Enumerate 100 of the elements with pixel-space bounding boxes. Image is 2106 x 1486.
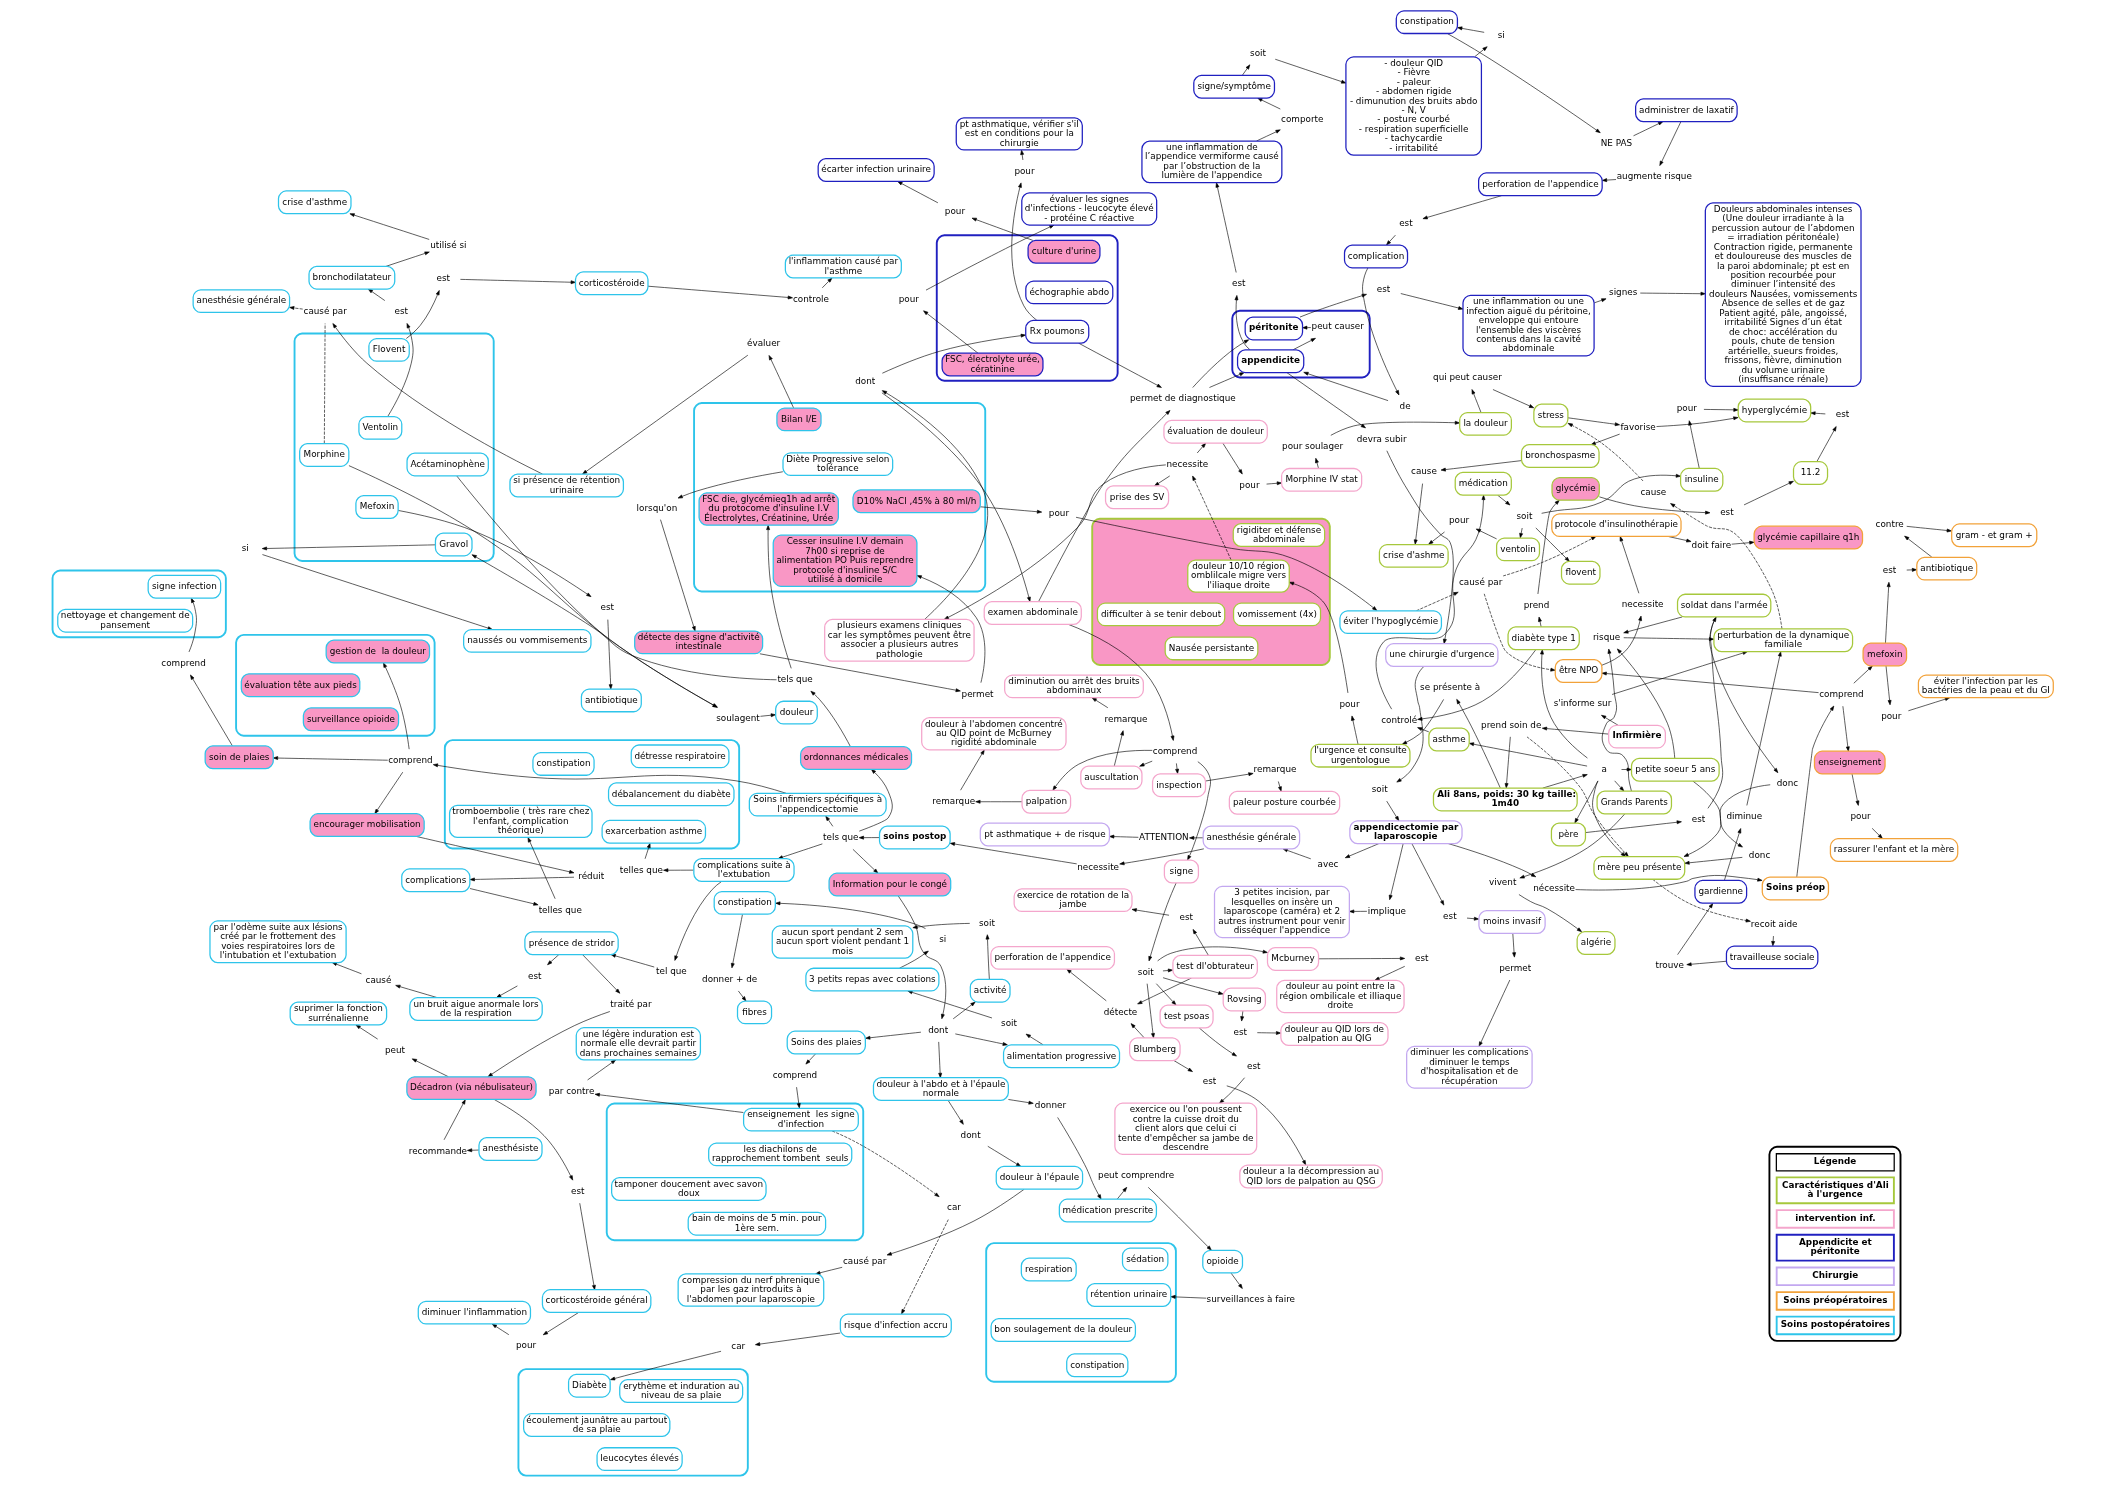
node-text: soit <box>1371 784 1388 795</box>
node-text: pour <box>1881 710 1902 721</box>
node-text: est <box>1691 814 1706 825</box>
node-text: cause <box>1640 486 1667 497</box>
node-text: est <box>571 1186 585 1197</box>
node-text: signes <box>1609 287 1638 298</box>
node-text: pour <box>515 1340 537 1351</box>
node-text: necessite <box>1166 458 1209 469</box>
node-text: est <box>1835 409 1850 420</box>
node-text: car <box>947 1202 961 1213</box>
node-text: trouve <box>1655 960 1684 971</box>
node-text: comprend <box>161 657 206 668</box>
node-text: NE PAS <box>1600 138 1633 149</box>
node-text: évaluer <box>747 338 781 349</box>
legend-label: Appendicite et péritonite <box>1799 1237 1872 1257</box>
node-text: causé par <box>1459 576 1503 587</box>
node-text: pour soulager <box>1282 441 1344 452</box>
node-text: car <box>731 1341 746 1352</box>
node-text: tels que <box>823 832 859 843</box>
node-text: est <box>1233 1026 1247 1037</box>
node-text: est <box>394 306 408 317</box>
node-text: est <box>1246 1060 1261 1071</box>
node-text: si <box>1497 29 1505 40</box>
node-text: est <box>1179 912 1193 923</box>
node-text: comprend <box>388 754 433 765</box>
node-text: avec <box>1317 859 1339 870</box>
node-text: remarque <box>1253 764 1297 775</box>
node-text: donner + de <box>702 973 758 984</box>
node-text: recommande <box>408 1145 468 1156</box>
node-text: donc <box>1748 849 1771 860</box>
node-text: est <box>1720 507 1734 518</box>
node-text: lorsqu'on <box>636 502 678 513</box>
legend-label: intervention inf. <box>1795 1212 1876 1223</box>
node-text: causé par <box>303 306 347 317</box>
node-text: est <box>1376 283 1391 294</box>
node-text: contre <box>1875 518 1904 529</box>
label: Légende <box>1813 1155 1857 1166</box>
node-text: soit <box>1001 1017 1017 1028</box>
legend-label: Soins postopératoires <box>1780 1319 1891 1330</box>
node-text: surveillances à faire <box>1206 1294 1296 1305</box>
node-text: causé <box>365 974 392 985</box>
node-text: si <box>241 543 249 554</box>
node-text: pour <box>898 293 919 304</box>
node-text: donner <box>1034 1100 1067 1111</box>
node-text: prend soin de <box>1481 719 1542 730</box>
node-text: soit <box>1250 47 1266 58</box>
node-text: recoit aide <box>1750 918 1798 929</box>
node-text: tels que <box>777 674 813 685</box>
node-text: est <box>1202 1076 1217 1087</box>
node-text: pour <box>944 206 966 217</box>
node-text: prend <box>1523 599 1550 610</box>
node-text: dont <box>855 375 876 386</box>
node-text: remarque <box>932 796 976 807</box>
node-text: pour <box>1339 698 1360 709</box>
node-text: permet de diagnostique <box>1130 393 1236 404</box>
node-text: si <box>939 933 947 944</box>
node-text: implique <box>1367 905 1406 916</box>
node-text: ATTENTION <box>1139 832 1189 843</box>
node-text: est <box>1443 910 1457 921</box>
node-text: pour <box>1449 514 1470 525</box>
node-text: augmente risque <box>1616 171 1692 182</box>
node-text: est <box>600 602 615 613</box>
node-text: comporte <box>1281 113 1324 124</box>
node-text: causé par <box>843 1256 887 1267</box>
node-text: se présente à <box>1420 682 1481 693</box>
node-text: réduit <box>578 871 605 882</box>
node-text: telles que <box>538 904 582 915</box>
node-text: tel que <box>656 966 687 977</box>
node-text: détecte <box>1103 1006 1138 1017</box>
node-text: permet <box>1499 962 1532 973</box>
node-text: qui peut causer <box>1433 372 1502 383</box>
node-text: est <box>527 970 542 981</box>
node-text: remarque <box>1104 713 1148 724</box>
node-text: vivent <box>1489 877 1517 888</box>
node-text: controle <box>792 293 829 304</box>
node-text: risque <box>1592 631 1621 642</box>
node-text: dont <box>960 1130 981 1141</box>
node-text: donc <box>1776 778 1799 789</box>
node-text: par contre <box>548 1085 595 1096</box>
legend-label: Chirurgie <box>1812 1270 1859 1281</box>
node-text: comprend <box>772 1069 818 1080</box>
node-text: nécessite <box>1533 882 1575 893</box>
node-text: controlé <box>1381 715 1418 726</box>
node-text: permet <box>961 688 994 699</box>
node-text: pour <box>1048 507 1070 518</box>
node-text: doit faire <box>1691 540 1732 551</box>
node-text: cause <box>1411 466 1437 477</box>
node-text: est <box>1399 218 1413 228</box>
node-text: pour <box>1676 403 1697 414</box>
node-text: soit <box>979 917 995 928</box>
legend-label: Soins préopératoires <box>1783 1294 1888 1305</box>
node-text: favorise <box>1620 421 1656 432</box>
node-text: est <box>1415 952 1429 963</box>
node-text: de <box>1399 400 1411 411</box>
node-text: diminue <box>1726 811 1763 822</box>
node-text: pour <box>1239 479 1260 490</box>
node-text: utilisé si <box>430 239 467 250</box>
node-text: pour <box>1014 165 1035 176</box>
legend-label: Caractéristiques d'Ali à l'urgence <box>1782 1179 1889 1199</box>
node-text: necessite <box>1621 599 1664 609</box>
